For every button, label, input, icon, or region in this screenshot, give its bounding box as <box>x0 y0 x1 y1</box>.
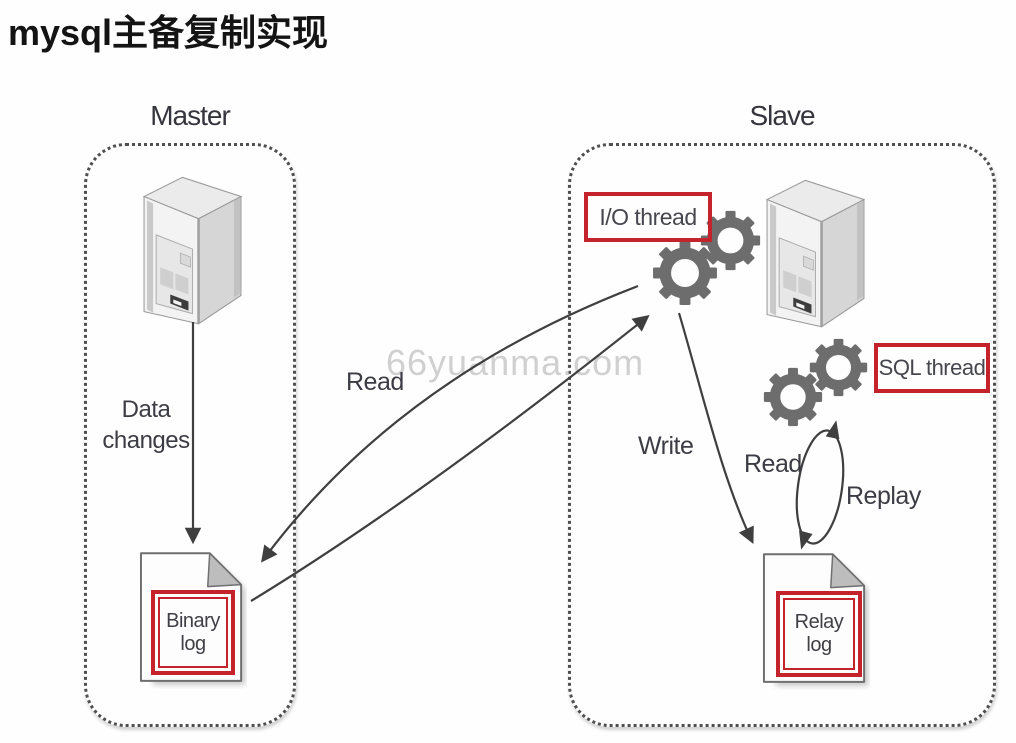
binary-log-label: Binary log <box>151 590 235 675</box>
write-label: Write <box>638 432 694 460</box>
io-thread-label: I/O thread <box>584 192 712 242</box>
master-label: Master <box>150 100 231 131</box>
data-changes-label: Data changes <box>102 396 190 455</box>
sql-thread-label: SQL thread <box>874 343 990 393</box>
relay-log-label: Relay log <box>776 591 862 677</box>
replay-label: Replay <box>846 482 921 510</box>
slave-label: Slave <box>749 100 815 131</box>
read-relaylog-label: Read <box>744 450 802 478</box>
watermark: 66yuanma.com <box>386 342 645 383</box>
page-title: mysql主备复制实现 <box>8 12 329 53</box>
read-binlog-label: Read <box>346 368 404 396</box>
